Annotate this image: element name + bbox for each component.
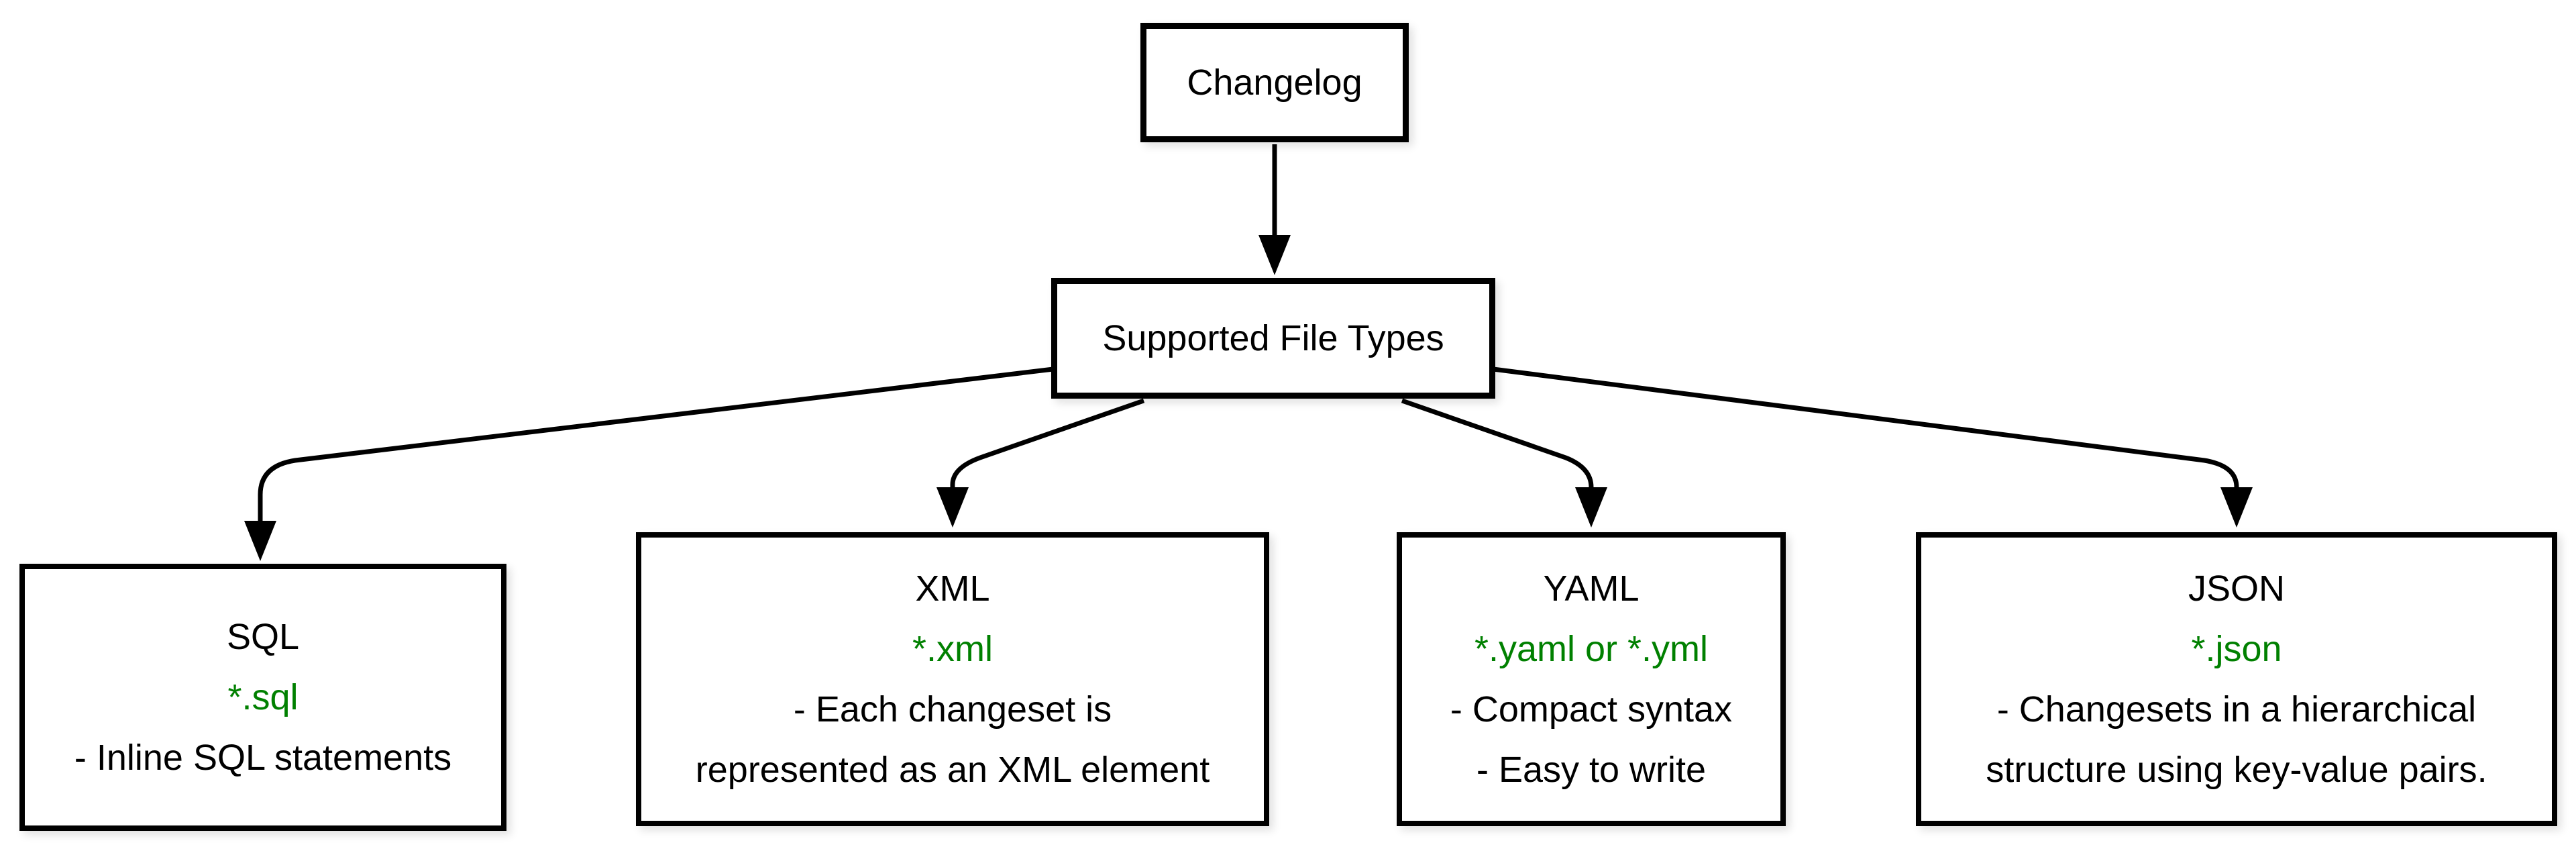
edge-supported-file-types-to-json xyxy=(1493,366,2253,528)
arrowhead xyxy=(1258,235,1291,275)
arrowhead xyxy=(2220,487,2253,528)
edge-supported-file-types-to-sql xyxy=(244,366,1054,561)
node-supported-file-types: Supported File Types xyxy=(1051,278,1495,399)
node-yaml-extension: *.yaml or *.yml xyxy=(1474,629,1709,669)
node-json-title: JSON xyxy=(2188,568,2286,609)
edge-changelog-to-supported-file-types xyxy=(1258,144,1291,275)
arrowhead xyxy=(244,521,276,561)
node-json-description-line: structure using key-value pairs. xyxy=(1986,750,2487,790)
node-yaml: YAML *.yaml or *.yml - Compact syntax - … xyxy=(1397,532,1786,826)
edge-line xyxy=(1401,398,1594,488)
node-sql-title: SQL xyxy=(226,617,300,657)
edge-line xyxy=(258,366,1054,522)
node-yaml-title: YAML xyxy=(1543,568,1640,609)
edge-supported-file-types-to-yaml xyxy=(1401,398,1607,528)
node-xml: XML *.xml - Each changeset is represente… xyxy=(636,532,1269,826)
node-yaml-description-line: - Easy to write xyxy=(1476,750,1707,790)
node-xml-extension: *.xml xyxy=(912,629,993,669)
node-xml-description-line: represented as an XML element xyxy=(695,750,1210,790)
node-changelog-label: Changelog xyxy=(1187,62,1362,103)
node-supported-file-types-label: Supported File Types xyxy=(1102,318,1444,358)
edge-supported-file-types-to-xml xyxy=(936,398,1145,528)
arrowhead xyxy=(936,487,969,528)
node-sql-description-line: - Inline SQL statements xyxy=(74,738,452,778)
node-changelog: Changelog xyxy=(1140,23,1409,142)
node-sql-extension: *.sql xyxy=(227,677,299,717)
node-xml-title: XML xyxy=(915,568,990,609)
arrowhead xyxy=(1575,487,1607,528)
node-yaml-description-line: - Compact syntax xyxy=(1450,689,1733,730)
edge-line xyxy=(950,398,1145,487)
node-json-extension: *.json xyxy=(2191,629,2282,669)
edge-line xyxy=(1493,366,2239,488)
node-json: JSON *.json - Changesets in a hierarchic… xyxy=(1916,532,2557,826)
node-sql: SQL *.sql - Inline SQL statements xyxy=(19,564,506,831)
node-json-description-line: - Changesets in a hierarchical xyxy=(1996,689,2477,730)
node-xml-description-line: - Each changeset is xyxy=(793,689,1112,730)
